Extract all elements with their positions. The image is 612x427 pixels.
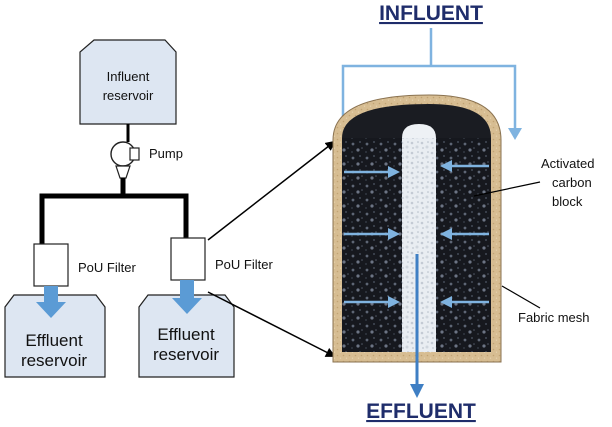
mesh-pointer-line bbox=[501, 285, 541, 309]
influent-reservoir-shape bbox=[79, 39, 177, 125]
activated-carbon-label-1: Activated bbox=[541, 156, 594, 171]
effluent-left-label-2: reservoir bbox=[21, 351, 87, 370]
influent-reservoir-label-2: reservoir bbox=[103, 88, 154, 103]
flow-arrow-right bbox=[172, 280, 202, 314]
fabric-mesh-label: Fabric mesh bbox=[518, 310, 590, 325]
pou-filter-left bbox=[33, 243, 69, 287]
carbon-pointer-line bbox=[473, 181, 541, 197]
influent-header: INFLUENT bbox=[379, 2, 483, 25]
effluent-header: EFFLUENT bbox=[366, 400, 476, 423]
effluent-left-label-1: Effluent bbox=[25, 331, 83, 350]
inward-flow-arrows bbox=[344, 160, 489, 308]
effluent-flow-arrow bbox=[410, 254, 424, 398]
pipe-network bbox=[39, 178, 189, 244]
pou-filter-left-label: PoU Filter bbox=[78, 260, 136, 275]
effluent-reservoir-left-shape bbox=[4, 294, 106, 378]
activated-carbon-label-2: carbon bbox=[552, 175, 592, 190]
top-dome bbox=[342, 104, 491, 138]
pump-label: Pump bbox=[149, 146, 183, 161]
zoom-line-bottom bbox=[207, 291, 336, 357]
flow-arrow-left bbox=[36, 286, 66, 318]
pou-filter-right bbox=[170, 237, 206, 281]
pump-icon bbox=[110, 141, 140, 179]
zoom-line-top bbox=[207, 140, 336, 241]
influent-reservoir-label-1: Influent bbox=[107, 69, 150, 84]
effluent-right-label-1: Effluent bbox=[157, 325, 215, 344]
pou-filter-right-label: PoU Filter bbox=[215, 257, 273, 272]
influent-arrowhead-right bbox=[508, 128, 522, 140]
filter-core bbox=[402, 138, 436, 352]
activated-carbon-label-3: block bbox=[552, 194, 583, 209]
effluent-reservoir-right-shape bbox=[138, 294, 235, 378]
core-cap bbox=[402, 124, 436, 138]
effluent-right-label-2: reservoir bbox=[153, 345, 219, 364]
influent-flow-lines bbox=[341, 28, 517, 130]
